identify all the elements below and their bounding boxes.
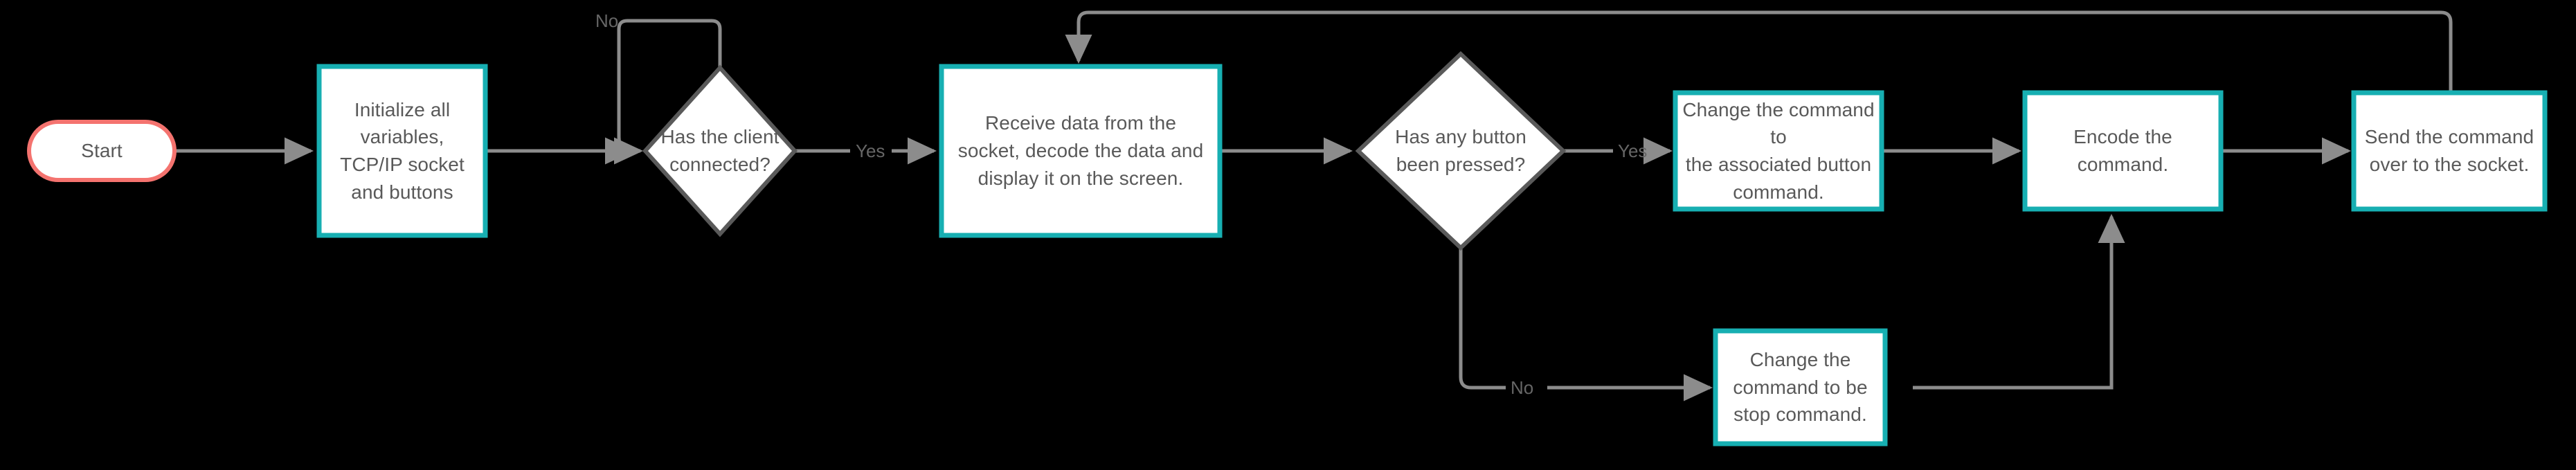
edge-label-decision1-no: No bbox=[595, 10, 619, 31]
edge-stop-to-encode bbox=[1913, 213, 2125, 390]
node-start[interactable] bbox=[27, 120, 177, 182]
edge-decision2-no bbox=[1459, 246, 1506, 390]
node-initialize[interactable] bbox=[316, 64, 488, 238]
node-layer bbox=[27, 51, 2548, 446]
node-change-command[interactable] bbox=[1673, 90, 1884, 212]
node-button-pressed[interactable] bbox=[1355, 51, 1567, 251]
edge-layer bbox=[174, 10, 2453, 401]
node-client-connected[interactable] bbox=[642, 64, 798, 237]
node-receive-data[interactable] bbox=[939, 64, 1223, 238]
edge-decision1-no-loop bbox=[604, 19, 722, 165]
edge-send-back-to-receive bbox=[1065, 10, 2453, 91]
node-send-command[interactable] bbox=[2351, 90, 2548, 212]
edge-label-decision1-yes: Yes bbox=[856, 141, 885, 161]
node-stop-command[interactable] bbox=[1713, 328, 1888, 446]
edge-label-decision2-no: No bbox=[1511, 377, 1534, 398]
edge-label-decision2-yes: Yes bbox=[1618, 141, 1648, 161]
node-encode-command[interactable] bbox=[2022, 90, 2224, 212]
